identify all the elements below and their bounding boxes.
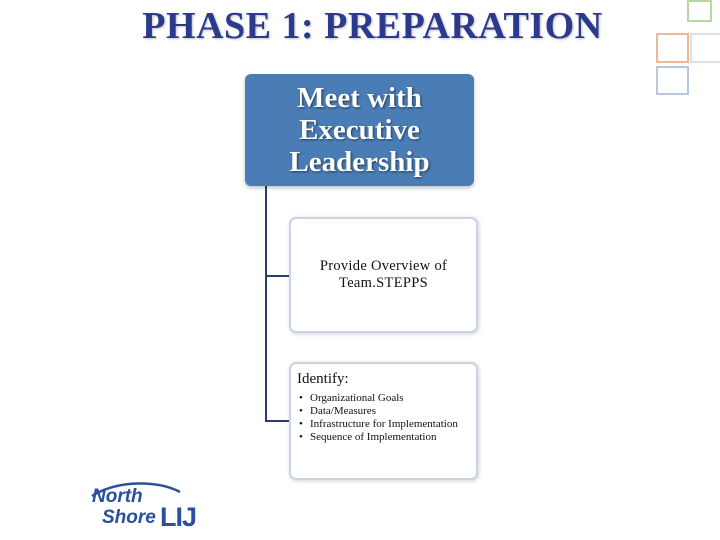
- list-item: •Infrastructure for Implementation: [299, 418, 458, 430]
- logo-swoosh: [91, 482, 181, 498]
- child-node-label: Provide Overview of Team.STEPPS: [319, 258, 448, 291]
- logo-text-shore: Shore: [102, 507, 156, 528]
- page-title: PHASE 1: PREPARATION: [142, 5, 603, 47]
- logo-text-lij: LIJ: [160, 502, 196, 532]
- hierarchy-connector-branch: [265, 420, 291, 422]
- root-node-label: Meet with Executive Leadership: [289, 82, 430, 178]
- child-node-box: Provide Overview of Team.STEPPS: [289, 217, 478, 333]
- child-node-box: Identify: •Organizational Goals •Data/Me…: [289, 362, 478, 480]
- decorative-square: [656, 66, 689, 95]
- decorative-square: [687, 0, 712, 22]
- decorative-square: [656, 33, 689, 63]
- logo-text-north: North: [92, 486, 143, 507]
- bullet-list: •Organizational Goals •Data/Measures •In…: [299, 392, 477, 444]
- list-item: •Sequence of Implementation: [299, 431, 437, 443]
- decorative-square: [690, 33, 720, 63]
- list-item: •Organizational Goals: [299, 392, 404, 404]
- north-shore-lij-logo: North Shore LIJ: [91, 482, 197, 532]
- root-node-box: Meet with Executive Leadership: [245, 74, 474, 186]
- hierarchy-connector-line: [265, 186, 267, 421]
- list-item: •Data/Measures: [299, 405, 376, 417]
- child-node-heading: Identify:: [297, 371, 349, 387]
- hierarchy-connector-branch: [265, 275, 291, 277]
